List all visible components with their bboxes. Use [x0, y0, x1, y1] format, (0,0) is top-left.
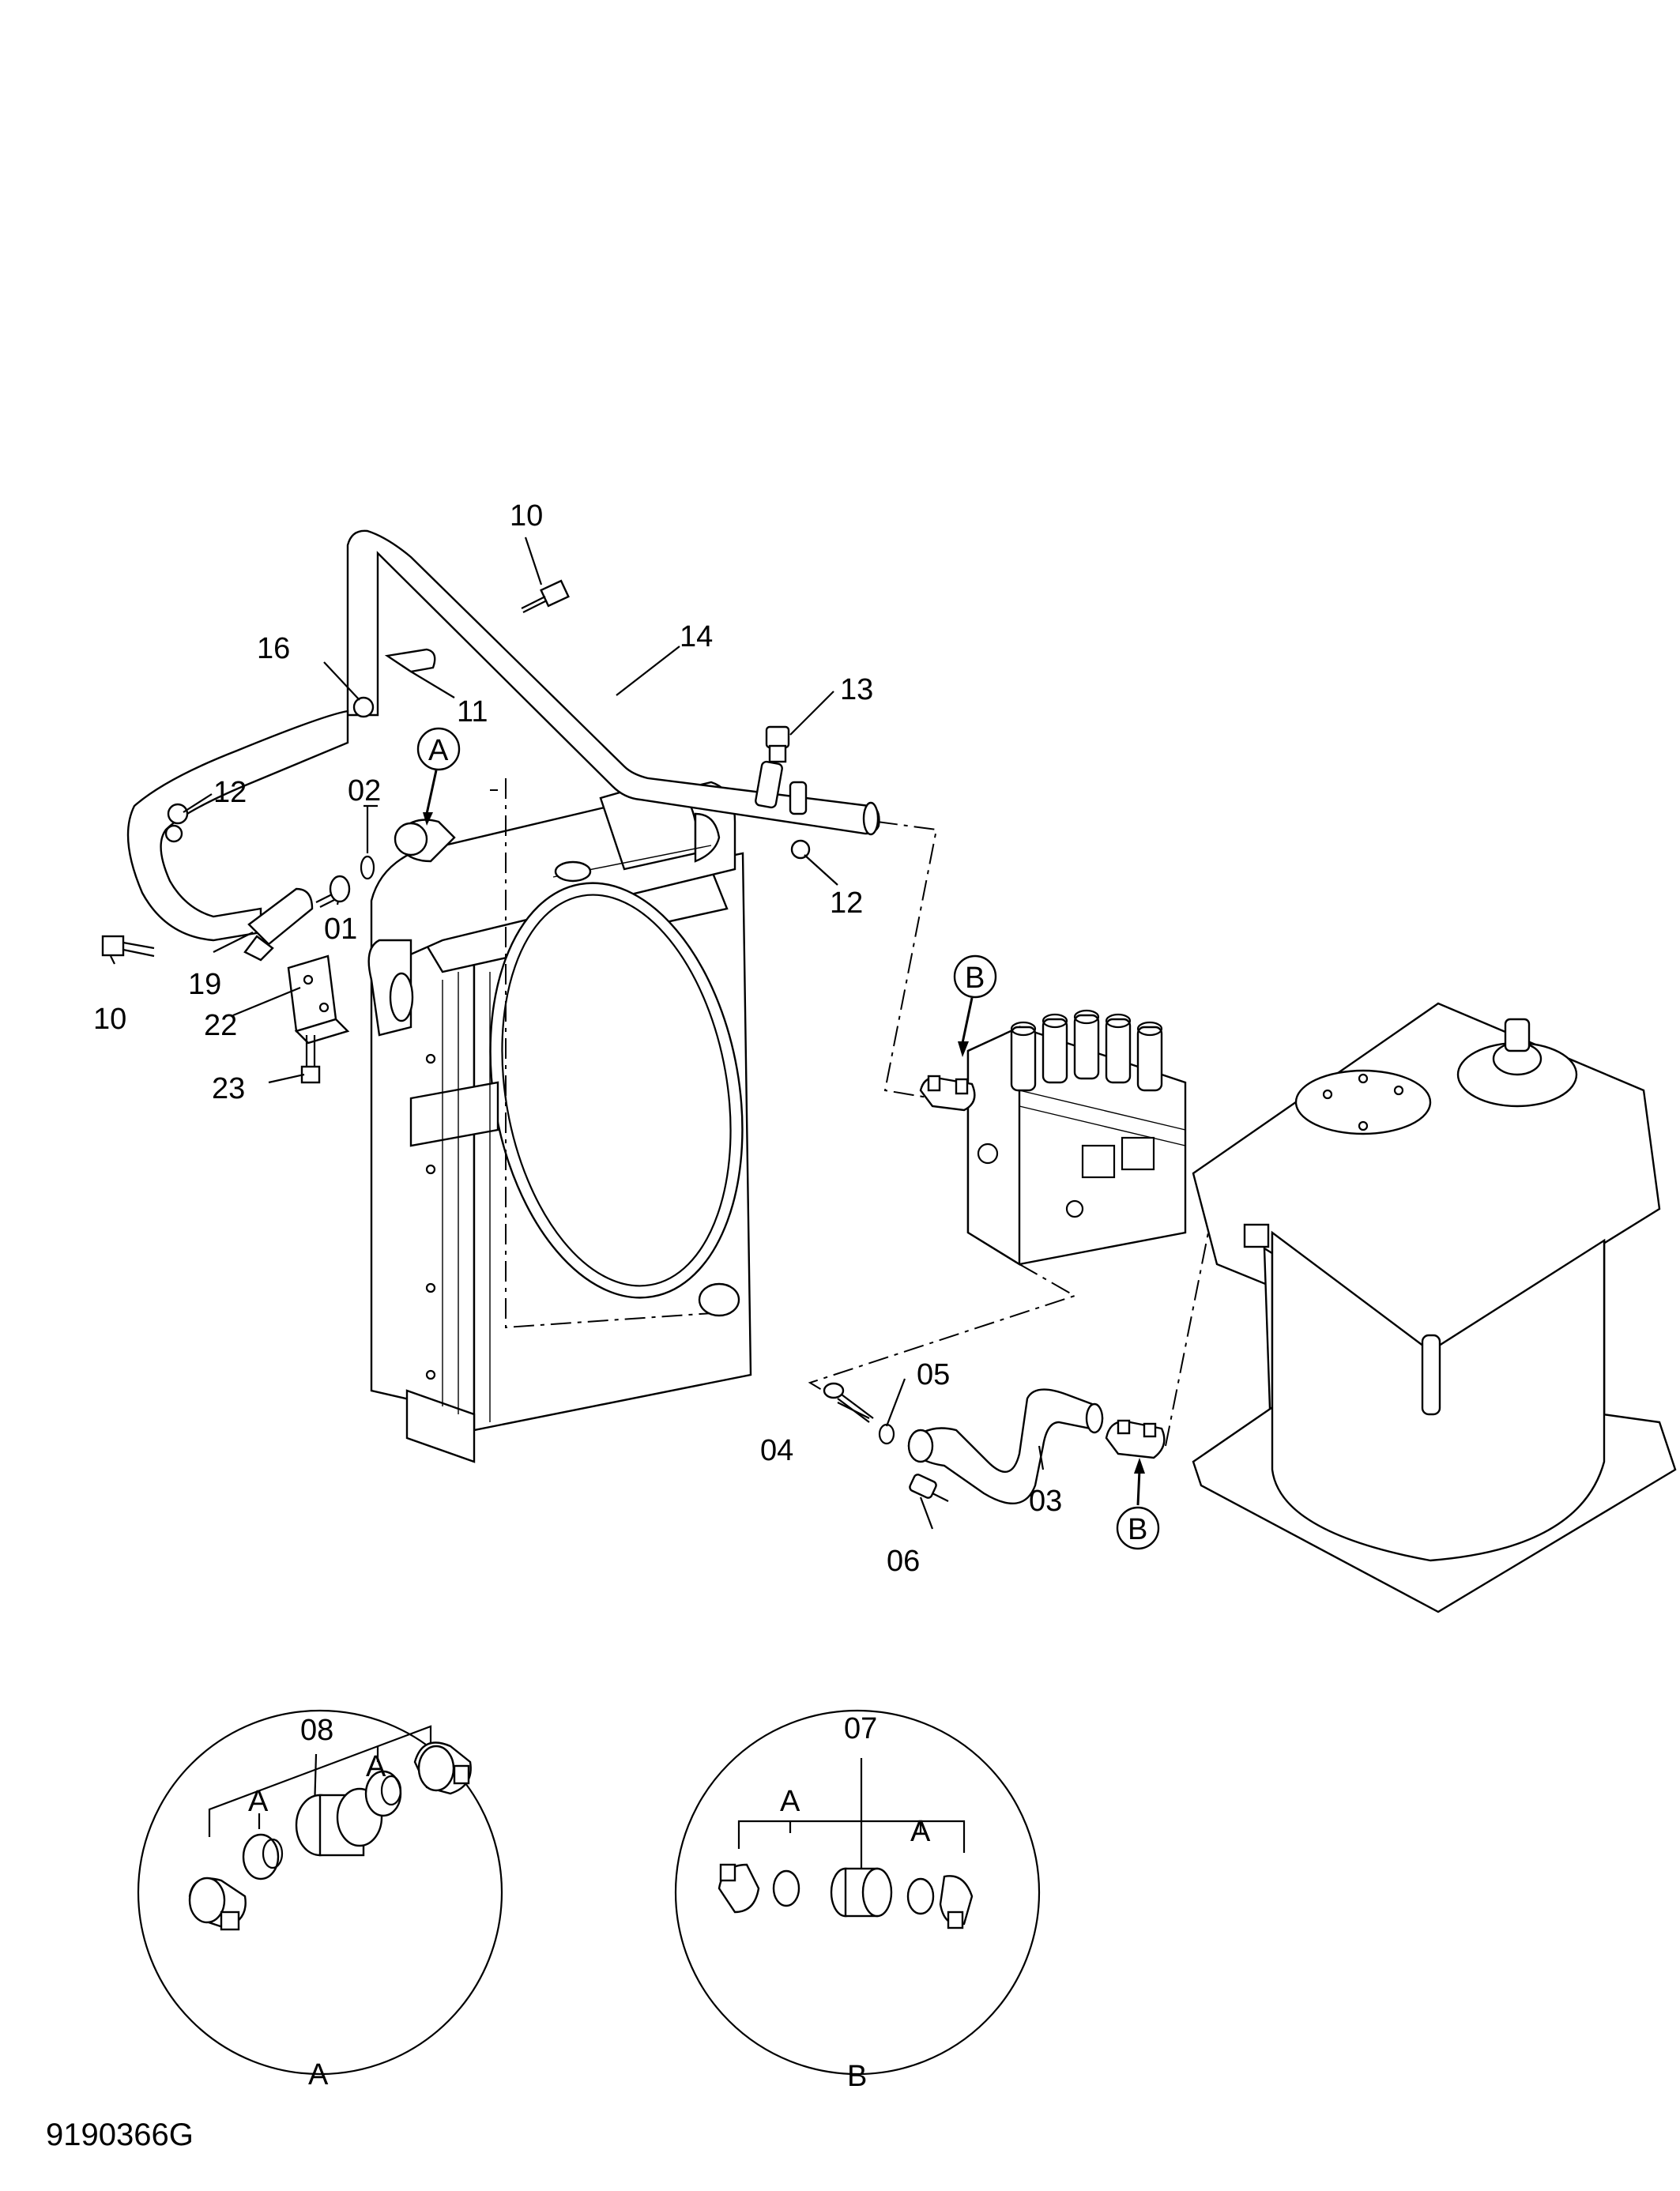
detail-b-part: 07: [844, 1712, 877, 1745]
marker-b-bottom-arrow: [1116, 1458, 1160, 1550]
hydraulic-tank: [1192, 1002, 1677, 1613]
clamp-b-valve: [919, 1075, 976, 1112]
callout-02: 02: [348, 774, 381, 808]
nut-12-right: [790, 839, 811, 860]
callout-16: 16: [257, 632, 290, 665]
marker-a-arrow: [416, 727, 461, 826]
marker-a-label: A: [428, 734, 449, 767]
marker-b-top-label: B: [965, 962, 985, 995]
marker-b-bottom-label: B: [1128, 1513, 1147, 1546]
bolt-10-left: [101, 935, 155, 958]
clamp-b-hose: [1105, 1419, 1166, 1459]
control-valve: [966, 1009, 1187, 1267]
callout-13: 13: [840, 673, 873, 706]
bolt-23: [300, 1035, 321, 1084]
dash-pipe-valve: [876, 821, 938, 1099]
hose-03: [907, 1388, 1104, 1504]
marker-b-top-arrow: [953, 954, 997, 1057]
fitting-13: [765, 725, 790, 763]
callout-11: 11: [457, 695, 488, 728]
callout-10-top: 10: [510, 499, 543, 533]
pipe-14: [126, 529, 880, 942]
callout-10-left: 10: [93, 1003, 126, 1036]
callout-05: 05: [917, 1358, 950, 1391]
callout-01: 01: [324, 913, 357, 946]
callout-14: 14: [680, 620, 713, 653]
hose-19: [164, 824, 314, 962]
callout-labels: 10 16 14 11 13 02 12 12 01 19 10 22 23 0…: [93, 499, 1147, 2093]
callout-06: 06: [887, 1545, 920, 1578]
bracket-22: [287, 954, 350, 1045]
detail-a: [137, 1709, 503, 2076]
drawing-number: 9190366G: [46, 2118, 194, 2152]
detail-a-sub-a2: A: [366, 1750, 386, 1783]
parts-01-02: [315, 819, 456, 908]
detail-a-sub-a1: A: [248, 1785, 269, 1818]
callout-12-right: 12: [830, 887, 863, 920]
detail-b-sub-a1: A: [780, 1785, 800, 1818]
callout-19: 19: [188, 968, 221, 1001]
detail-b: [674, 1709, 1041, 2076]
callout-03: 03: [1029, 1485, 1062, 1518]
leader-lines: [110, 536, 1045, 1530]
detail-a-title: A: [308, 2058, 329, 2091]
bolt-10-top: [521, 579, 570, 613]
detail-a-part: 08: [300, 1714, 333, 1747]
detail-b-title: B: [847, 2060, 867, 2093]
callout-12-left: 12: [213, 776, 247, 809]
callout-22: 22: [204, 1009, 237, 1042]
callout-23: 23: [212, 1072, 245, 1105]
clamp-16: [352, 648, 436, 718]
dash-valve-hose: [808, 1263, 1077, 1395]
radiator-assembly: [367, 778, 752, 1463]
callout-04: 04: [760, 1434, 793, 1467]
detail-b-sub-a2: A: [910, 1815, 931, 1848]
nut-12-left: [167, 803, 189, 825]
